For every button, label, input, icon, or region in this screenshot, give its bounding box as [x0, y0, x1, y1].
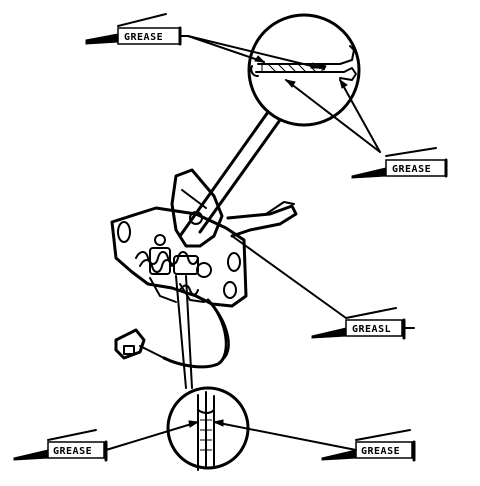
grease-callout-top-left: GREASE [85, 13, 322, 69]
detail-circle-bottom [166, 386, 250, 471]
detail-circle-top [247, 13, 361, 127]
grease-callout-bottom-right: GREASE [212, 419, 416, 462]
circle-leader-lines [175, 110, 282, 389]
grease-callout-right: GREASE [284, 78, 448, 179]
grease-label-bottom-right: GREASE [361, 446, 400, 457]
grease-label-mid-right: GREASL [352, 324, 391, 335]
grease-label-right: GREASE [392, 164, 431, 175]
grease-label-bottom-left: GREASE [53, 446, 92, 457]
hood-latch-assembly [110, 168, 298, 369]
grease-label-top-left: GREASE [124, 32, 163, 43]
grease-callout-bottom-left: GREASE [13, 420, 200, 462]
grease-callout-mid-right: GREASL [231, 235, 415, 340]
